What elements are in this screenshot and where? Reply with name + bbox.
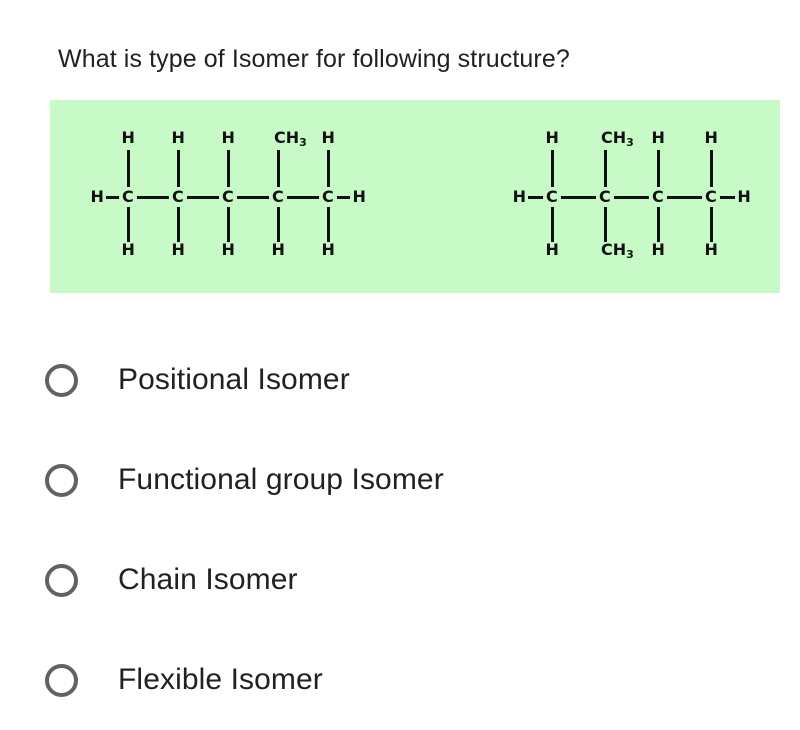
radio-button-icon[interactable] xyxy=(45,563,78,597)
horizontal-bond xyxy=(106,196,119,199)
atom-label: H xyxy=(704,240,718,259)
atom-label: H xyxy=(271,240,285,259)
atom-label: C xyxy=(322,187,334,206)
atom-label: C xyxy=(546,187,558,206)
atom-label: H xyxy=(737,187,751,206)
horizontal-bond xyxy=(137,196,169,199)
horizontal-bond xyxy=(667,196,702,199)
atom-label: H xyxy=(171,128,185,147)
vertical-bond xyxy=(604,150,607,187)
vertical-bond xyxy=(277,207,280,242)
horizontal-bond xyxy=(237,196,269,199)
radio-button-icon[interactable] xyxy=(45,663,78,697)
horizontal-bond xyxy=(337,196,350,199)
atom-label: C xyxy=(652,187,664,206)
atom-label: H xyxy=(512,187,527,206)
radio-button-icon[interactable] xyxy=(45,363,78,397)
vertical-bond xyxy=(657,207,660,242)
atom-label: C xyxy=(272,187,284,206)
option-row-3[interactable]: Flexible Isomer xyxy=(0,630,800,730)
horizontal-bond xyxy=(614,196,649,199)
horizontal-bond xyxy=(561,196,596,199)
vertical-bond xyxy=(604,207,607,242)
vertical-bond xyxy=(227,150,230,187)
atom-label: H xyxy=(321,128,335,147)
atom-label: H xyxy=(545,240,559,259)
radio-button-icon[interactable] xyxy=(45,463,78,497)
vertical-bond xyxy=(227,207,230,242)
vertical-bond xyxy=(127,150,130,187)
vertical-bond xyxy=(327,207,330,242)
vertical-bond xyxy=(177,207,180,242)
atom-label: H xyxy=(221,128,235,147)
vertical-bond xyxy=(551,207,554,242)
atom-label: H xyxy=(321,240,335,259)
atom-label: H xyxy=(545,128,559,147)
atom-label: CH3 xyxy=(601,128,634,150)
subscript: 3 xyxy=(299,136,307,149)
atom-label: H xyxy=(221,240,235,259)
answer-options-list: Positional Isomer Functional group Isome… xyxy=(0,330,800,730)
vertical-bond xyxy=(710,150,713,187)
atom-label: C xyxy=(705,187,717,206)
atom-label: CH3 xyxy=(274,128,307,150)
option-row-2[interactable]: Chain Isomer xyxy=(0,530,800,630)
vertical-bond xyxy=(551,150,554,187)
atom-label: C xyxy=(222,187,234,206)
horizontal-bond xyxy=(720,196,735,199)
option-label: Positional Isomer xyxy=(118,363,350,396)
vertical-bond xyxy=(177,150,180,187)
atom-label: C xyxy=(172,187,184,206)
horizontal-bond xyxy=(528,196,543,199)
atom-label: H xyxy=(121,240,135,259)
atom-label: C xyxy=(599,187,611,206)
atom-label: H xyxy=(651,128,665,147)
atom-label: H xyxy=(171,240,185,259)
option-label: Chain Isomer xyxy=(118,563,298,596)
option-row-1[interactable]: Functional group Isomer xyxy=(0,430,800,530)
atom-label: H xyxy=(704,128,718,147)
atom-label: H xyxy=(121,128,135,147)
atom-label: H xyxy=(90,187,104,206)
horizontal-bond xyxy=(187,196,219,199)
atom-label: H xyxy=(352,187,366,206)
vertical-bond xyxy=(710,207,713,242)
atom-label: H xyxy=(651,240,665,259)
atom-label: C xyxy=(122,187,134,206)
option-row-0[interactable]: Positional Isomer xyxy=(0,330,800,430)
vertical-bond xyxy=(657,150,660,187)
subscript: 3 xyxy=(626,136,634,149)
option-label: Functional group Isomer xyxy=(118,463,444,496)
atom-label: CH3 xyxy=(601,240,634,262)
page-title: What is type of Isomer for following str… xyxy=(58,45,570,73)
vertical-bond xyxy=(127,207,130,242)
subscript: 3 xyxy=(626,248,634,261)
option-label: Flexible Isomer xyxy=(118,663,323,696)
vertical-bond xyxy=(277,150,280,187)
horizontal-bond xyxy=(287,196,319,199)
vertical-bond xyxy=(327,150,330,187)
